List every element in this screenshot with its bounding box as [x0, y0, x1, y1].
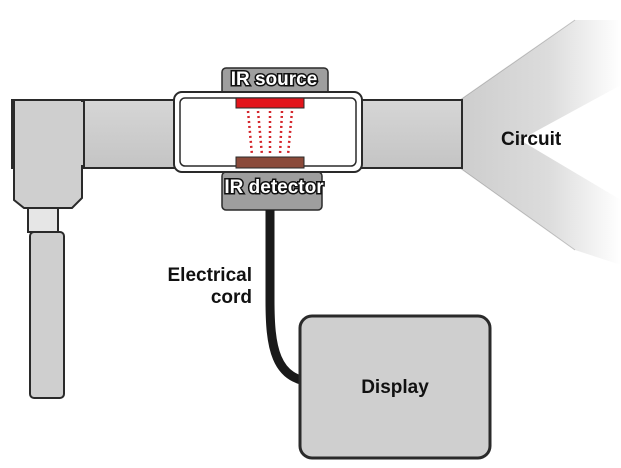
connector-neck — [27, 207, 59, 233]
display-label: Display — [361, 377, 429, 398]
ir-source-label: IR source — [231, 69, 318, 90]
mouthpiece — [29, 231, 65, 399]
circuit-label: Circuit — [501, 129, 562, 150]
ir-detector-label: IR detector — [224, 177, 324, 198]
ir-detector-element — [235, 156, 305, 169]
display-box — [298, 314, 492, 460]
ir-source-element — [235, 97, 305, 109]
circuit-branch-edge-bottom — [459, 167, 576, 251]
circuit-branch — [460, 20, 621, 265]
electrical-cord-label-line1: Electrical — [168, 265, 253, 286]
ir-beam-icon — [246, 110, 294, 156]
electrical-cord-label-line2: cord — [211, 287, 252, 308]
circuit-branch-edge-top — [459, 19, 576, 101]
